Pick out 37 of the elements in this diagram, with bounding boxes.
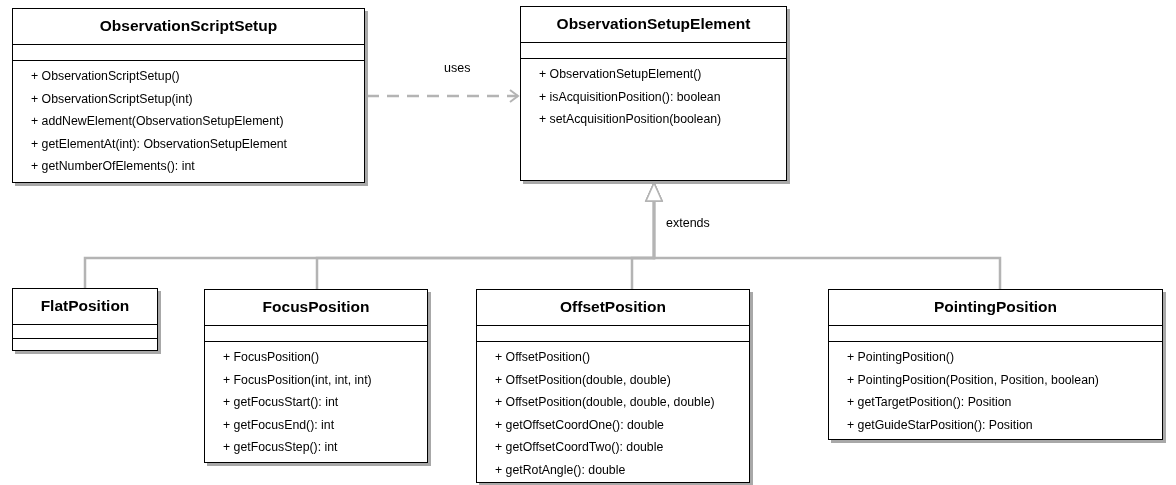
method-text: + addNewElement(ObservationSetupElement) (31, 113, 285, 130)
method-text: + getElementAt(int): ObservationSetupElement (31, 135, 288, 153)
method-text: + OffsetPosition() (495, 349, 592, 366)
method-text: + isAcquisitionPosition(): boolean (539, 88, 722, 106)
method-text: + getNumberOfElements(): int (31, 158, 196, 175)
class-box (476, 289, 750, 483)
method-text: + getFocusStart(): int (223, 394, 340, 411)
method-text: + getRotAngle(): double (495, 461, 627, 479)
method-text: + ObservationSetupElement() (539, 66, 703, 83)
method-text: + getFocusEnd(): int (223, 416, 336, 434)
class-name: PointingPosition (829, 290, 1162, 326)
method-text: + getTargetPosition(): Position (847, 394, 1013, 411)
class-name: FocusPosition (205, 290, 427, 326)
dependency-arrow (367, 89, 519, 103)
method-text: + getOffsetCoordOne(): double (495, 416, 665, 434)
class-box (12, 288, 158, 351)
method-text: + ObservationScriptSetup() (31, 68, 181, 85)
class-box (12, 8, 365, 183)
class-box (828, 289, 1163, 440)
method-text: + OffsetPosition(double, double, double) (495, 394, 716, 411)
class-box (520, 6, 787, 181)
method-text: + FocusPosition(int, int, int) (223, 371, 373, 389)
class-name: FlatPosition (13, 289, 157, 325)
method-text: + setAcquisitionPosition(boolean) (539, 111, 723, 128)
method-text: + getFocusStep(): int (223, 439, 339, 456)
method-text: + OffsetPosition(double, double) (495, 371, 672, 389)
method-text: + ObservationScriptSetup(int) (31, 90, 194, 108)
method-text: + getOffsetCoordTwo(): double (495, 439, 665, 456)
method-text: + getGuideStarPosition(): Position (847, 416, 1034, 434)
edge-label: extends (664, 216, 712, 230)
class-name: ObservationScriptSetup (13, 9, 364, 45)
class-box (204, 289, 428, 463)
method-text: + FocusPosition() (223, 349, 321, 366)
class-name: OffsetPosition (477, 290, 749, 326)
method-text: + PointingPosition() (847, 349, 955, 366)
method-text: + PointingPosition(Position, Position, boolean) (847, 371, 1100, 389)
class-name: ObservationSetupElement (521, 7, 786, 43)
